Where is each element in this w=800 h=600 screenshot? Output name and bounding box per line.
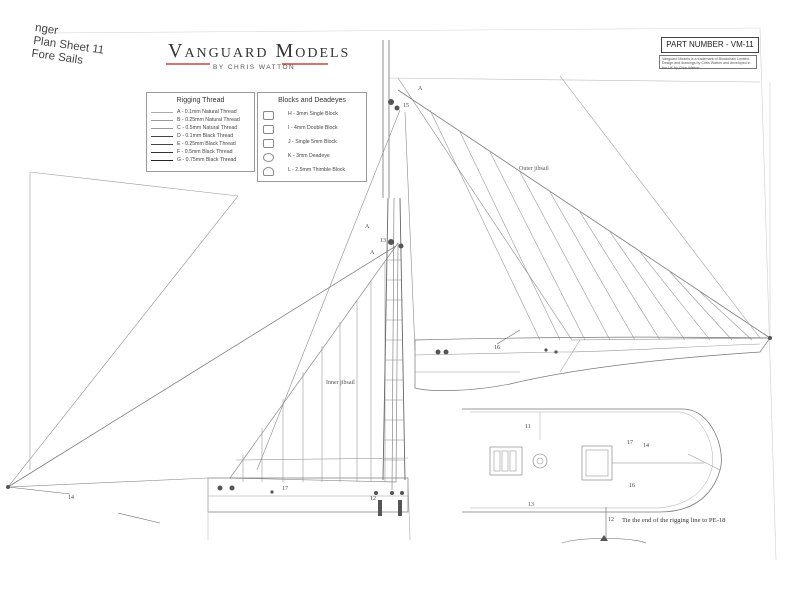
thread-legend-row: D - 0.1mm Black Thread bbox=[147, 132, 254, 140]
thread-legend-row: G - 0.75mm Black Thread bbox=[147, 156, 254, 164]
callout-a: A bbox=[370, 250, 375, 256]
outer-jibsail-label: Outer jibsail bbox=[519, 166, 549, 172]
double-block-icon bbox=[263, 125, 274, 134]
callout-15: 15 bbox=[403, 103, 409, 109]
thread-legend-row: A - 0.1mm Natural Thread bbox=[147, 108, 254, 116]
part-number-box: PART NUMBER - VM-11 bbox=[661, 37, 759, 53]
callout-11: 11 bbox=[525, 424, 531, 430]
callout-a: A bbox=[418, 86, 423, 92]
brand-underline bbox=[166, 63, 328, 65]
callout-16: 16 bbox=[494, 345, 500, 351]
callout-12: 12 bbox=[370, 496, 376, 502]
brand-subtitle: BY CHRIS WATTON bbox=[213, 64, 296, 71]
callout-12: 12 bbox=[608, 517, 614, 523]
callout-14: 14 bbox=[643, 443, 649, 449]
blocks-deadeyes-title: Blocks and Deadeyes bbox=[278, 97, 346, 104]
callout-16: 16 bbox=[629, 483, 635, 489]
callout-17: 17 bbox=[627, 440, 633, 446]
rigging-thread-legend: Rigging Thread A - 0.1mm Natural Thread … bbox=[146, 92, 255, 172]
single-block-5mm-icon bbox=[263, 139, 274, 148]
callout-17: 17 bbox=[282, 486, 288, 492]
callout-13: 13 bbox=[380, 238, 386, 244]
callout-13: 13 bbox=[528, 502, 534, 508]
block-legend-row: L - 2.5mm Thimble Block bbox=[258, 166, 366, 176]
copyright-note: Vanguard Models is a trademark of Blockc… bbox=[659, 55, 757, 70]
deadeye-icon bbox=[263, 153, 274, 162]
thread-legend-row: F - 0.5mm Black Thread bbox=[147, 148, 254, 156]
thread-legend-row: B - 0.25mm Natural Thread bbox=[147, 116, 254, 124]
brand-logo: Vanguard Models bbox=[168, 40, 351, 62]
block-legend-row: I - 4mm Double Block bbox=[258, 124, 366, 134]
blocks-deadeyes-legend: Blocks and Deadeyes H - 3mm Single Block… bbox=[257, 92, 367, 182]
rigging-thread-title: Rigging Thread bbox=[176, 97, 225, 104]
callout-14: 14 bbox=[68, 495, 74, 501]
thread-legend-row: E - 0.25mm Black Thread bbox=[147, 140, 254, 148]
thimble-block-icon bbox=[263, 167, 274, 176]
inner-jibsail-label: Inner jibsail bbox=[326, 380, 355, 386]
block-legend-row: H - 3mm Single Block bbox=[258, 110, 366, 120]
tie-instruction-note: Tie the end of the rigging line to PE-18 bbox=[622, 517, 726, 524]
thread-legend-row: C - 0.5mm Natural Thread bbox=[147, 124, 254, 132]
block-legend-row: J - Single 5mm Block bbox=[258, 138, 366, 148]
block-legend-row: K - 3mm Deadeye bbox=[258, 152, 366, 162]
callout-a: A bbox=[365, 224, 370, 230]
single-block-icon bbox=[263, 111, 274, 120]
